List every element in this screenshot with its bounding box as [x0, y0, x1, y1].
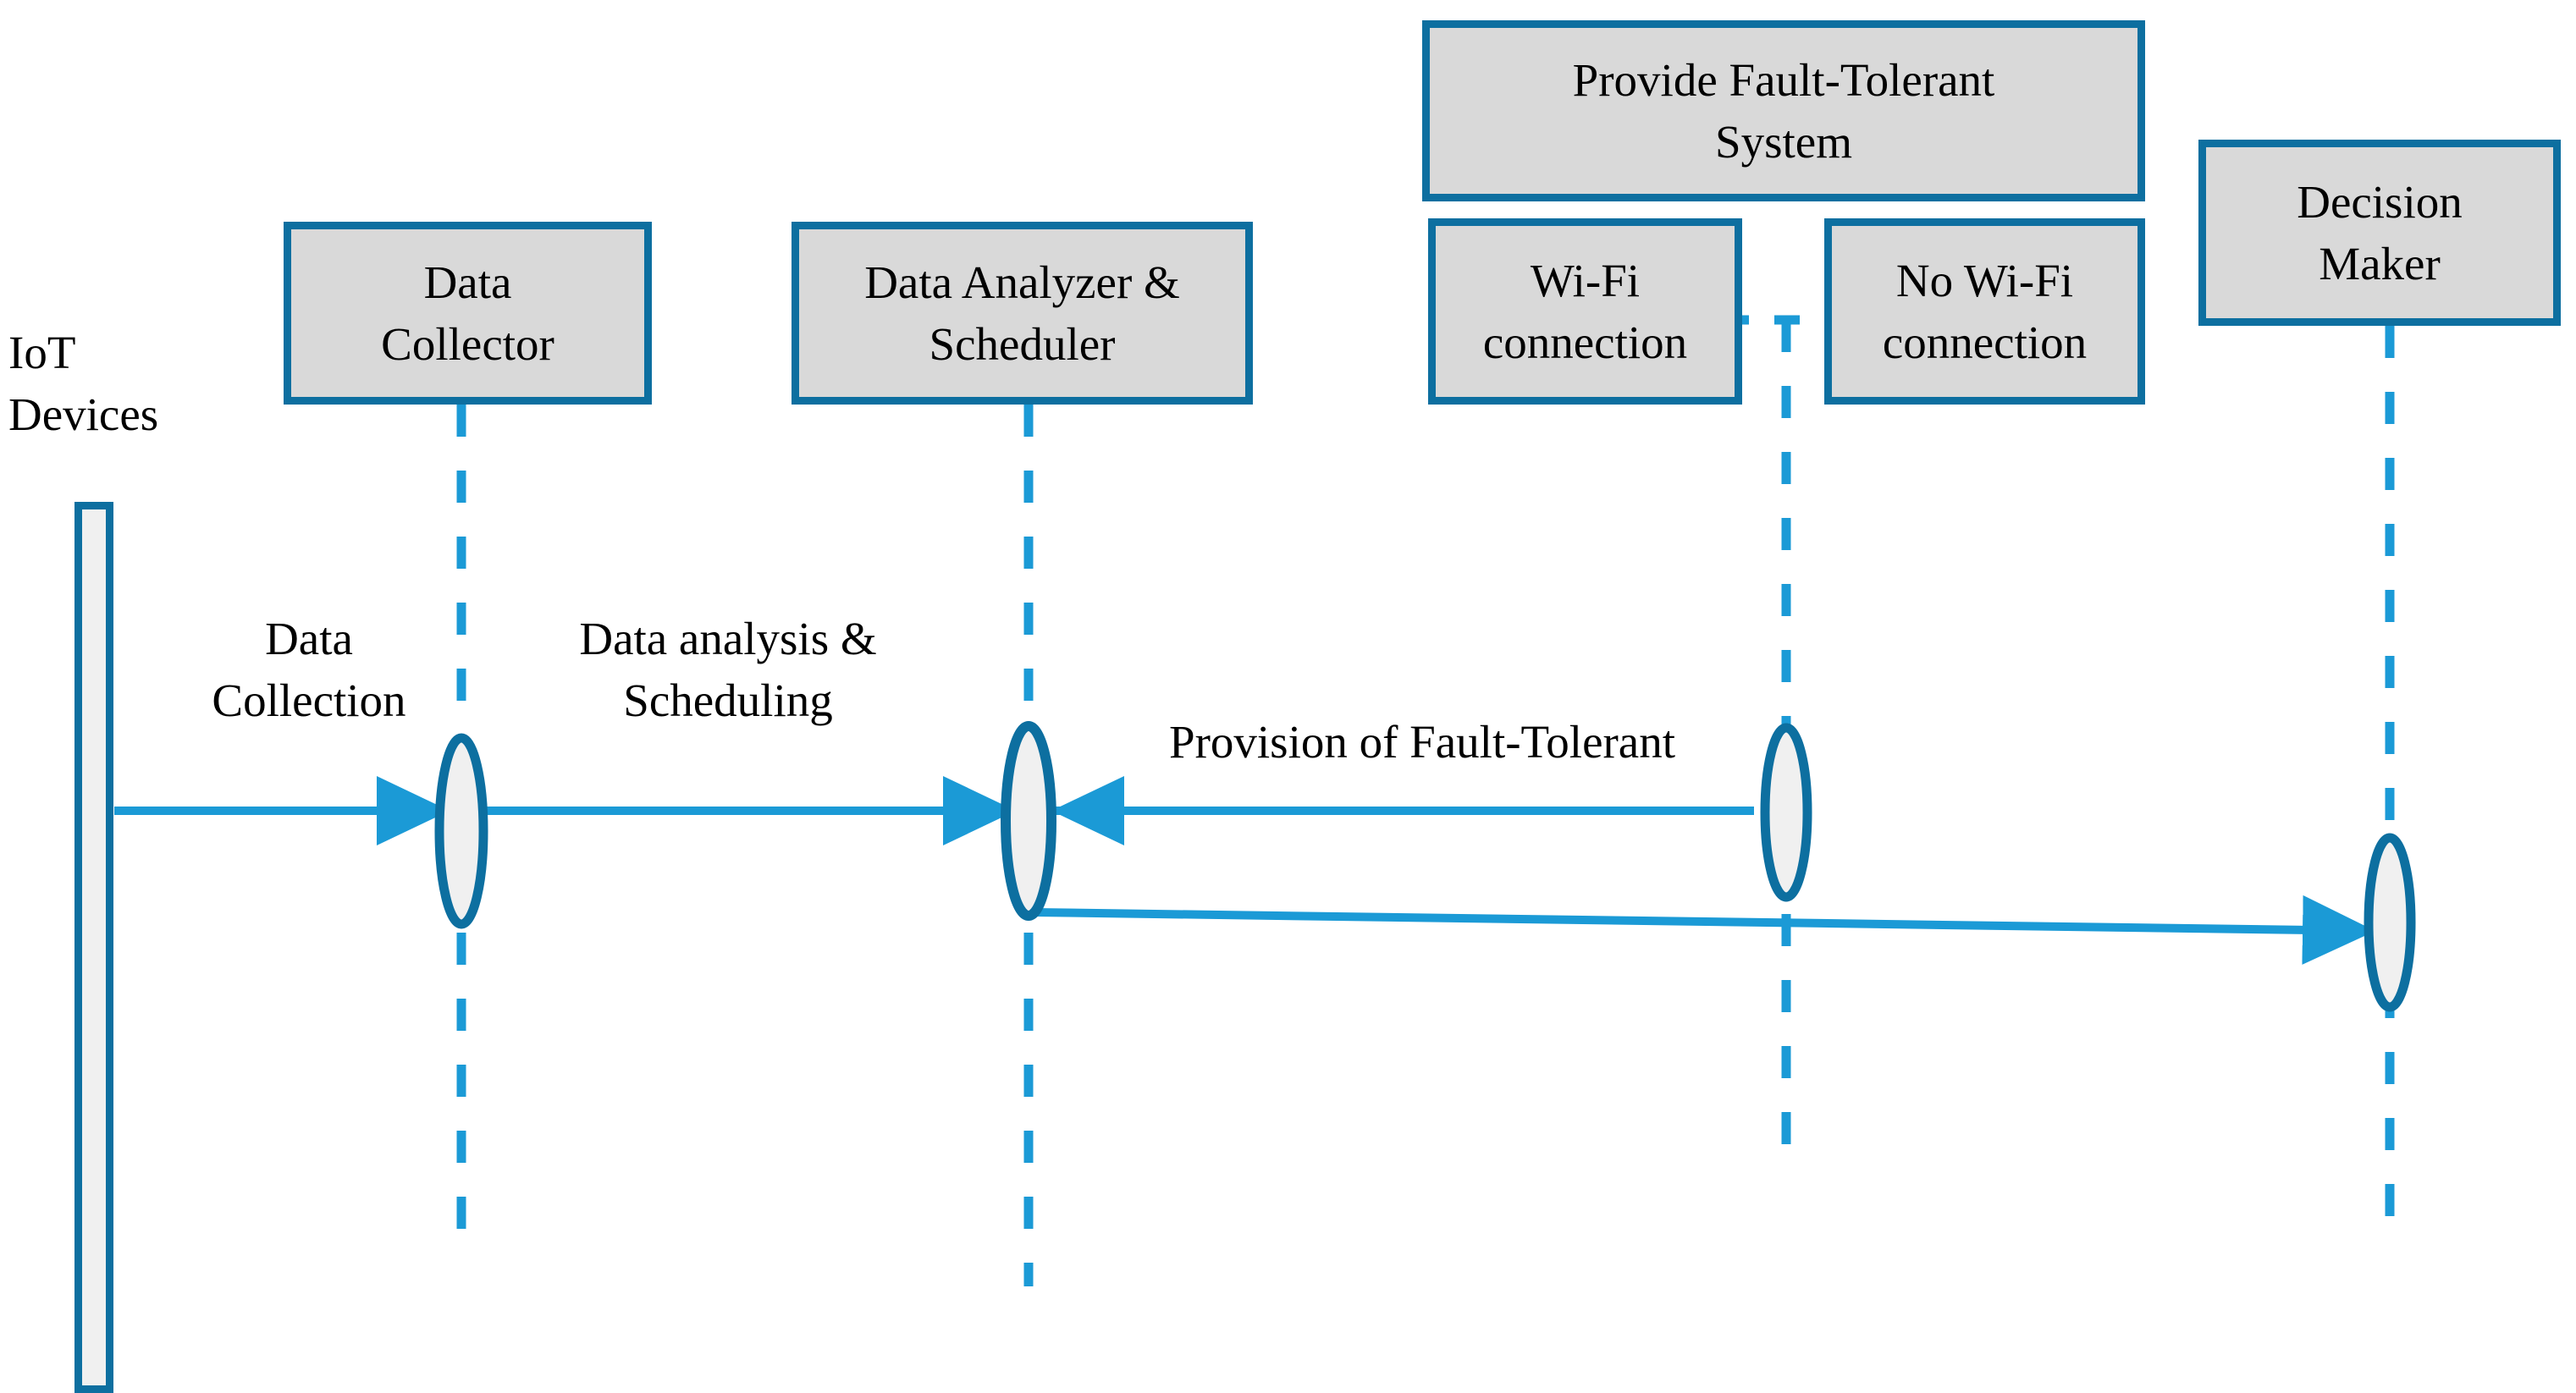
participant-box-no-wifi-connection[interactable]: No Wi-Fi connection	[1824, 218, 2145, 405]
message-arrow-decision-dispatch	[1034, 895, 2375, 965]
message-label-fault-provision: Provision of Fault-Tolerant	[1092, 711, 1752, 773]
participant-label-line: Data	[423, 256, 512, 308]
participant-label-line: Provide Fault-Tolerant	[1572, 53, 1995, 106]
participant-label-line: No Wi-Fi	[1895, 254, 2074, 306]
participant-label-line: connection	[1482, 317, 1688, 368]
participant-iot-devices-bar[interactable]	[74, 502, 113, 1393]
activation-data-analyzer	[1001, 721, 1056, 921]
message-label-data-analysis: Data analysis & Scheduling	[533, 608, 923, 731]
activation-data-collector	[434, 733, 488, 929]
activation-decision-maker	[2364, 833, 2416, 1012]
message-label-data-collection: Data Collection	[174, 608, 444, 731]
participant-label-line: Collector	[381, 318, 554, 370]
activation-fault-tolerant	[1760, 723, 1812, 902]
participant-box-data-analyzer[interactable]: Data Analyzer & Scheduler	[792, 222, 1253, 405]
participant-label-line: System	[1715, 116, 1852, 168]
participant-box-decision-maker[interactable]: Decision Maker	[2198, 140, 2561, 326]
label-line: IoT	[8, 327, 76, 378]
participant-box-wifi-connection[interactable]: Wi-Fi connection	[1428, 218, 1742, 405]
participant-box-data-collector[interactable]: Data Collector	[284, 222, 652, 405]
participant-label-line: Wi-Fi	[1530, 254, 1641, 306]
message-label-line: Scheduling	[623, 674, 833, 727]
message-label-line: Collection	[212, 674, 406, 727]
participant-label-line: Data Analyzer &	[864, 256, 1180, 308]
participant-label-line: Decision	[2297, 175, 2463, 228]
message-label-line: Provision of Fault-Tolerant	[1168, 716, 1676, 768]
participant-label-line: Maker	[2319, 238, 2441, 289]
participant-box-fault-tolerant-system[interactable]: Provide Fault-Tolerant System	[1422, 20, 2145, 201]
participant-label-line: Scheduler	[929, 318, 1116, 370]
participant-label-line: connection	[1882, 317, 2088, 368]
label-line: Devices	[8, 388, 159, 441]
message-label-line: Data analysis &	[579, 613, 877, 664]
message-label-line: Data	[265, 613, 353, 664]
participant-label-iot-devices: IoT Devices	[8, 322, 220, 445]
